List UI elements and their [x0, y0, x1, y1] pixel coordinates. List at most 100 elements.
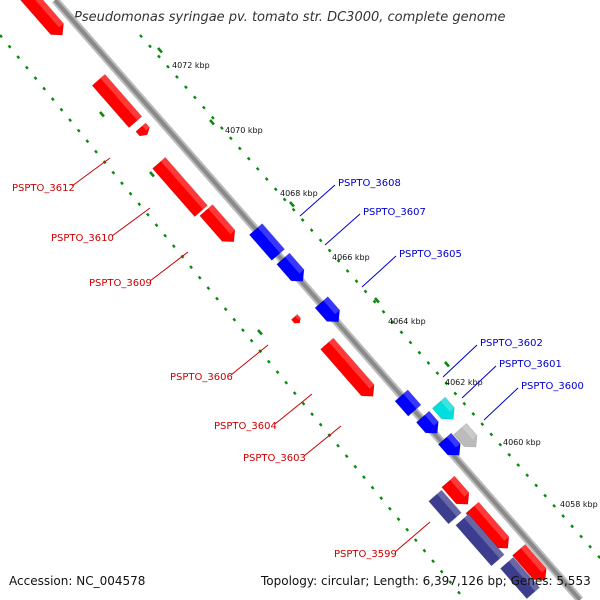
rail-dot: [370, 485, 375, 490]
rail-dot: [68, 118, 72, 123]
gene-block[interactable]: [18, 0, 69, 41]
gene-block[interactable]: [314, 296, 345, 328]
major-tick: [374, 297, 380, 304]
gene-block[interactable]: [465, 501, 514, 554]
gene-block[interactable]: [199, 204, 240, 248]
rail-dot: [318, 422, 323, 427]
gene-label[interactable]: PSPTO_3606: [170, 372, 233, 383]
rail-dot: [353, 464, 358, 469]
gene-block[interactable]: [91, 73, 143, 129]
gene-label[interactable]: PSPTO_3608: [338, 178, 401, 189]
gene-block[interactable]: [135, 122, 152, 139]
rail-dot: [498, 442, 503, 447]
feature-shape[interactable]: [135, 122, 152, 139]
feature-shape[interactable]: [428, 489, 462, 525]
feature-shape[interactable]: [290, 313, 302, 325]
leader-line: [230, 344, 269, 376]
rail-dot: [184, 85, 188, 90]
feature-highlight: [295, 314, 301, 320]
gene-block[interactable]: [431, 396, 459, 425]
major-tick: [257, 329, 263, 336]
gene-block[interactable]: [276, 252, 310, 287]
gene-label[interactable]: PSPTO_3601: [499, 359, 562, 370]
gene-label[interactable]: PSPTO_3604: [214, 421, 277, 432]
rail-dot: [171, 244, 176, 249]
gene-block[interactable]: [320, 337, 380, 402]
feature-shape[interactable]: [431, 396, 459, 425]
rail-dot: [284, 380, 289, 385]
leader-line: [442, 344, 478, 378]
rail-dot: [345, 269, 350, 273]
gene-block[interactable]: [290, 313, 302, 325]
tick-label: 4062 kbp: [445, 378, 483, 387]
tick-label: 4064 kbp: [388, 317, 426, 326]
major-tick: [149, 171, 155, 178]
gene-block[interactable]: [500, 556, 540, 600]
feature-shape[interactable]: [415, 410, 443, 439]
gene-label[interactable]: PSPTO_3602: [480, 338, 543, 349]
feature-shape[interactable]: [455, 513, 505, 567]
feature-shape[interactable]: [437, 432, 465, 461]
gene-label[interactable]: PSPTO_3600: [521, 381, 584, 392]
feature-shape[interactable]: [152, 156, 208, 218]
gene-labels[interactable]: PSPTO_3612PSPTO_3610PSPTO_3609PSPTO_3606…: [12, 178, 584, 560]
rail-dot: [255, 166, 260, 171]
gene-label[interactable]: PSPTO_3607: [363, 207, 426, 218]
gene-block[interactable]: [428, 489, 462, 525]
gene-block[interactable]: [437, 432, 465, 461]
gene-label[interactable]: PSPTO_3612: [12, 183, 75, 194]
gene-block[interactable]: [394, 389, 422, 417]
gene-label[interactable]: PSPTO_3603: [243, 453, 306, 464]
feature-shape[interactable]: [314, 296, 345, 328]
feature-shape[interactable]: [512, 543, 551, 585]
gene-block[interactable]: [248, 223, 286, 261]
rail-dot: [246, 156, 251, 161]
rail-dot: [408, 340, 413, 345]
feature-shape[interactable]: [91, 73, 143, 129]
feature-shape[interactable]: [18, 0, 69, 41]
leader-line: [361, 255, 397, 288]
rail-dot: [309, 228, 314, 233]
rail-dot: [264, 177, 269, 182]
rail-dot: [318, 238, 323, 243]
rail-dot: [292, 391, 297, 396]
rail-dot: [291, 207, 296, 212]
rail-dot: [148, 44, 152, 49]
gene-block[interactable]: [455, 513, 505, 567]
gene-label[interactable]: PSPTO_3610: [51, 233, 114, 244]
rail-dot: [480, 422, 485, 427]
rail-dot: [579, 534, 583, 539]
rail-dot: [137, 202, 142, 207]
rail-dot: [363, 289, 368, 294]
feature-shape[interactable]: [320, 337, 380, 402]
gene-block[interactable]: [453, 422, 483, 452]
tick-label: 4070 kbp: [225, 126, 263, 135]
feature-shape[interactable]: [394, 389, 422, 417]
rail-dot: [453, 391, 458, 396]
gene-label[interactable]: PSPTO_3605: [399, 249, 462, 260]
rail-dot: [275, 370, 280, 375]
leader-line: [394, 521, 431, 553]
gene-block[interactable]: [441, 475, 475, 510]
feature-shape[interactable]: [441, 475, 475, 510]
feature-shape[interactable]: [453, 422, 483, 452]
rail-dot: [145, 212, 150, 217]
rail-dot: [471, 412, 476, 416]
gene-label[interactable]: PSPTO_3599: [334, 549, 397, 560]
gene-block[interactable]: [152, 156, 208, 218]
gene-block[interactable]: [512, 543, 551, 585]
feature-shape[interactable]: [248, 223, 286, 261]
feature-shape[interactable]: [199, 204, 240, 248]
rail-dot: [215, 296, 219, 301]
rail-dot: [372, 299, 377, 304]
rail-dot: [387, 506, 392, 511]
rail-dot: [310, 412, 314, 417]
feature-shape[interactable]: [500, 556, 540, 600]
feature-shape[interactable]: [276, 252, 310, 287]
major-tick: [99, 111, 105, 118]
feature-shape[interactable]: [465, 501, 514, 554]
gene-label[interactable]: PSPTO_3609: [89, 278, 152, 289]
features[interactable]: [18, 0, 551, 600]
gene-block[interactable]: [415, 410, 443, 439]
